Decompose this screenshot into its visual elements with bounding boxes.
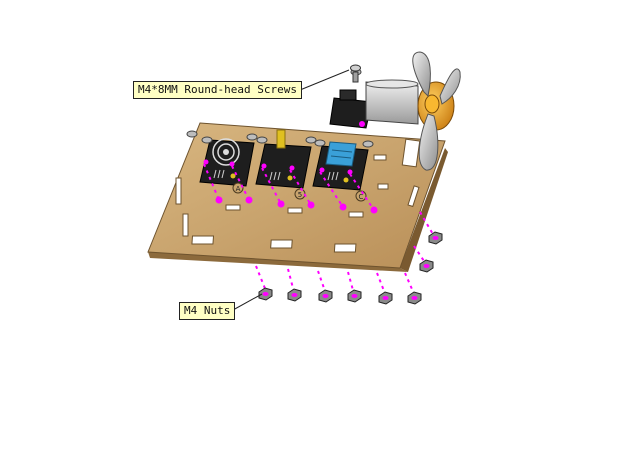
screws-leader-line	[299, 69, 350, 91]
m4-nuts	[258, 231, 443, 305]
nuts-leader-line	[232, 293, 263, 311]
nut-8	[428, 231, 443, 245]
nut-7	[419, 259, 434, 273]
nut-2	[287, 288, 302, 302]
module-b-marking: 5	[298, 191, 302, 199]
module-b: 5	[255, 129, 312, 200]
screws-callout: M4*8MM Round-head Screws	[133, 81, 302, 99]
module-a: A	[199, 138, 255, 194]
module-a-marking: A	[236, 185, 241, 193]
loose-screw	[350, 64, 361, 83]
nuts-callout: M4 Nuts	[179, 302, 236, 320]
nut-5	[378, 291, 393, 305]
nut-4	[347, 289, 362, 303]
fan-motor-assembly	[329, 51, 461, 171]
nut-3	[318, 289, 333, 303]
module-c-marking: C	[359, 193, 364, 201]
nut-6	[407, 291, 422, 305]
assembly-guide-lines	[203, 163, 435, 297]
nut-1	[258, 287, 273, 301]
assembly-pin-holes	[203, 159, 378, 214]
module-c: C	[312, 141, 369, 202]
